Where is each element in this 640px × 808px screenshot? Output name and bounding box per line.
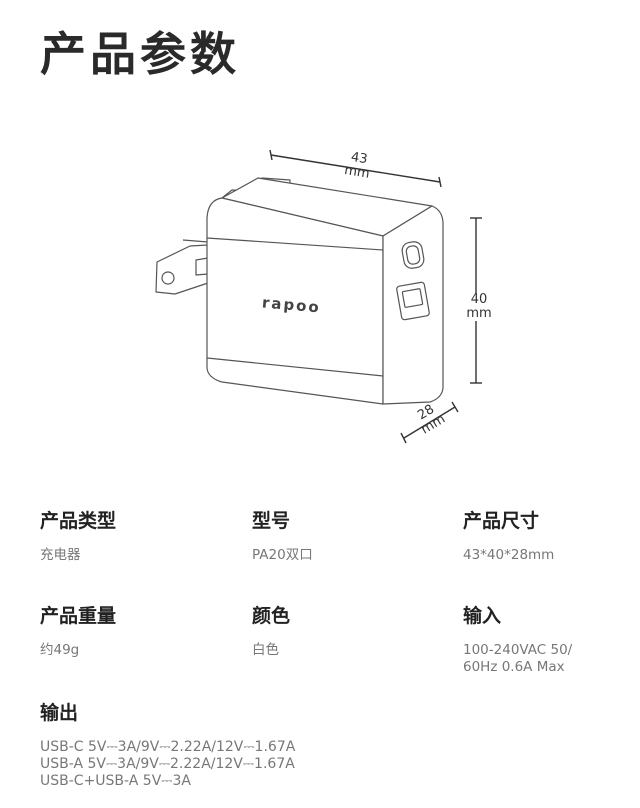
spec-label: 产品类型 [40, 510, 117, 532]
spec-model: 型号 PA20双口 [252, 506, 442, 564]
width-dimension-label: 43 mm [336, 149, 380, 183]
brand-logo: rapoo [261, 293, 322, 317]
spec-weight: 产品重量 约49g [40, 601, 230, 659]
output-line-usb-c: USB-C 5V⎓3A/9V⎓2.22A/12V⎓1.67A [40, 739, 296, 755]
output-line-combined: USB-C+USB-A 5V⎓3A [40, 773, 191, 789]
spec-label: 型号 [252, 510, 291, 532]
spec-value: 充电器 [40, 547, 81, 563]
spec-value: 43*40*28mm [463, 547, 555, 563]
page-title: 产品参数 [40, 27, 240, 81]
spec-value: 白色 [252, 642, 279, 658]
height-unit: mm [466, 306, 492, 321]
output-lines: USB-C 5V⎓3A/9V⎓2.22A/12V⎓1.67A USB-A 5V⎓… [40, 739, 600, 790]
spec-label: 产品重量 [40, 605, 117, 627]
spec-product-type: 产品类型 充电器 [40, 506, 230, 564]
charger-illustration: rapoo 43 mm 40 mm 28 mm [0, 130, 640, 460]
spec-label: 颜色 [252, 605, 291, 627]
spec-value: PA20双口 [252, 547, 313, 563]
spec-value: 约49g [40, 642, 80, 658]
spec-color: 颜色 白色 [252, 601, 442, 659]
spec-label: 产品尺寸 [463, 510, 540, 532]
spec-dimensions: 产品尺寸 43*40*28mm [463, 506, 640, 564]
spec-output: 输出 USB-C 5V⎓3A/9V⎓2.22A/12V⎓1.67A USB-A … [40, 698, 600, 790]
output-line-usb-a: USB-A 5V⎓3A/9V⎓2.22A/12V⎓1.67A [40, 756, 295, 772]
height-dimension-label: 40 mm [462, 293, 496, 321]
spec-input: 输入 100-240VAC 50/ 60Hz 0.6A Max [463, 601, 603, 676]
spec-label: 输入 [463, 605, 502, 627]
charger-drawing [155, 149, 482, 444]
output-label: 输出 [40, 702, 79, 724]
spec-value: 100-240VAC 50/ 60Hz 0.6A Max [463, 642, 573, 675]
height-value: 40 [470, 292, 488, 307]
